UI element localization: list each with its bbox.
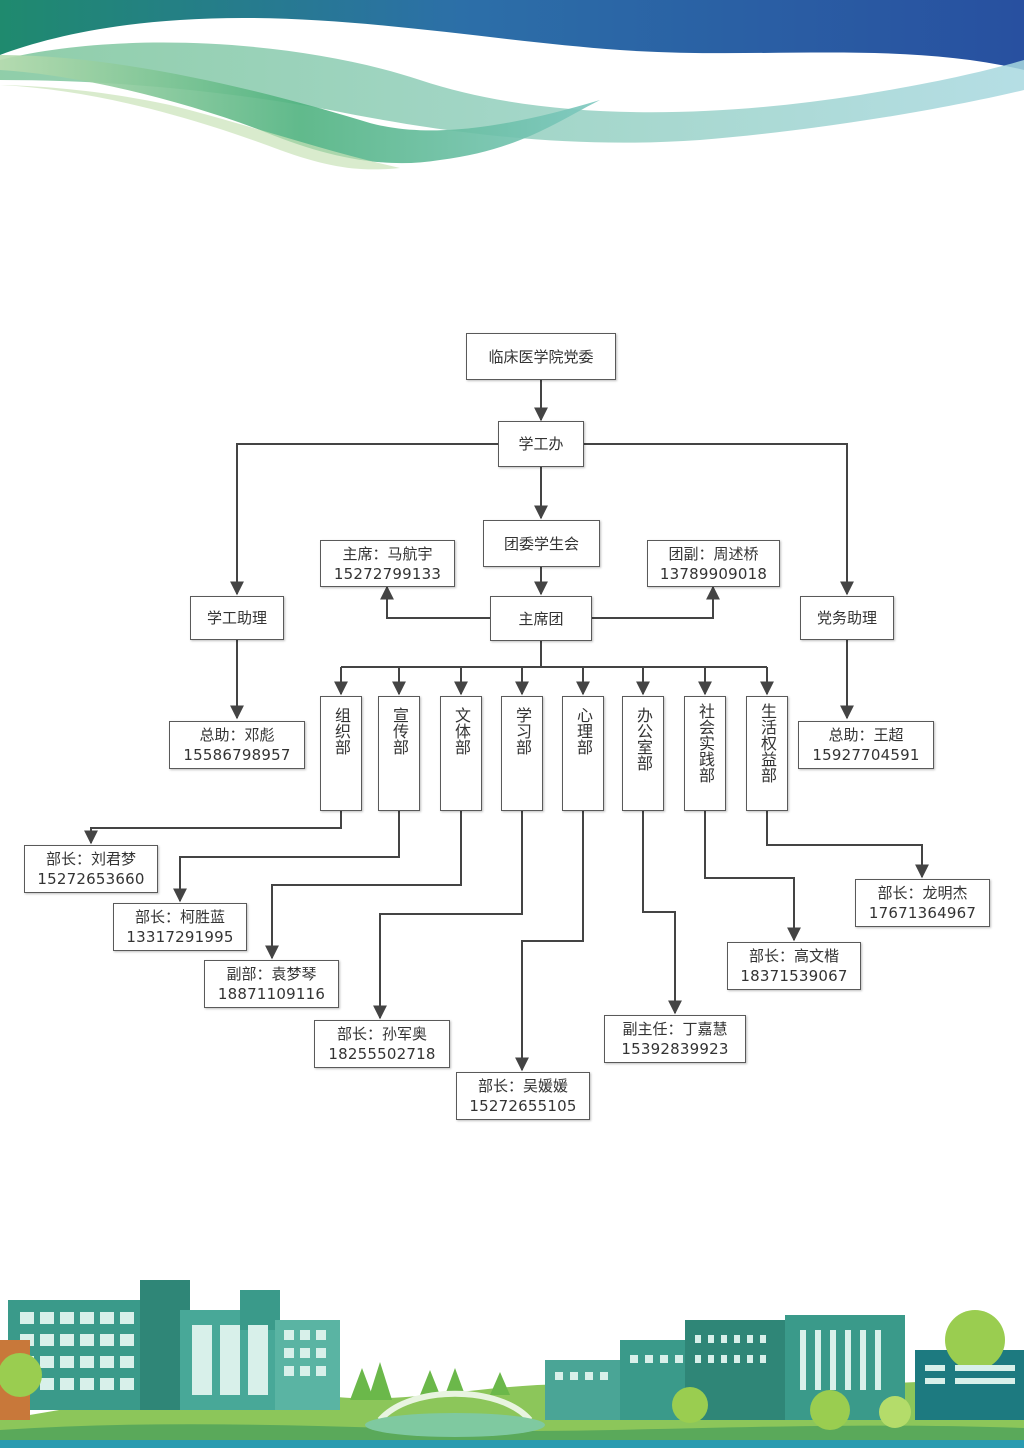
edge-dept3-head bbox=[265, 811, 462, 960]
node-assistant-left: 学工助理 bbox=[190, 596, 284, 640]
node-dept-label: 文体部 bbox=[452, 707, 471, 755]
edge-dept1-head bbox=[84, 811, 342, 845]
node-dept-head: 副主任：丁嘉慧 15392839923 bbox=[604, 1015, 746, 1063]
node-dept-publicity: 宣传部 bbox=[378, 696, 420, 811]
node-presidium: 主席团 bbox=[490, 596, 592, 641]
node-dept-label: 办公室部 bbox=[634, 707, 653, 771]
node-dept-head: 部长：吴媛媛 15272655105 bbox=[456, 1072, 590, 1120]
node-dept-psychology: 心理部 bbox=[562, 696, 604, 811]
node-dept-label: 生活权益部 bbox=[758, 703, 777, 783]
node-dept-arts-sports: 文体部 bbox=[440, 696, 482, 811]
node-vice-label: 团副：周述桥 bbox=[668, 544, 759, 563]
node-youth-league-union: 团委学生会 bbox=[483, 520, 600, 567]
edge-dept6-head bbox=[642, 811, 682, 1015]
edge-office-assist-right bbox=[584, 443, 854, 596]
node-dept-organization: 组织部 bbox=[320, 696, 362, 811]
node-dept-head: 副部：袁梦琴 18871109116 bbox=[204, 960, 339, 1008]
dept-head-label: 部长：柯胜蓝 bbox=[134, 908, 225, 926]
node-vice: 团副：周述桥 13789909018 bbox=[647, 540, 780, 587]
node-dept-label: 社会实践部 bbox=[696, 703, 715, 783]
node-dept-label: 宣传部 bbox=[390, 707, 409, 755]
node-dept-head: 部长：龙明杰 17671364967 bbox=[855, 879, 990, 927]
edge-dept8-head bbox=[766, 811, 929, 879]
node-dept-label: 组织部 bbox=[332, 707, 351, 755]
node-vice-phone: 13789909018 bbox=[659, 564, 768, 583]
node-dept-label: 心理部 bbox=[574, 707, 593, 755]
edge-dept7-head bbox=[704, 811, 801, 942]
edge-presidium-chair bbox=[380, 585, 490, 619]
edge-office-assist-left bbox=[230, 443, 498, 596]
node-dept-head: 部长：高文楷 18371539067 bbox=[727, 942, 861, 990]
edge-dept4-head bbox=[373, 811, 523, 1020]
node-party-committee: 临床医学院党委 bbox=[466, 333, 616, 380]
node-dept-office: 办公室部 bbox=[622, 696, 664, 811]
node-assistant-right-person-phone: 15927704591 bbox=[812, 746, 920, 764]
dept-head-phone: 15272655105 bbox=[469, 1097, 577, 1115]
dept-head-label: 部长：刘君梦 bbox=[45, 850, 136, 868]
dept-head-phone: 15392839923 bbox=[621, 1040, 729, 1058]
dept-head-label: 部长：高文楷 bbox=[748, 947, 839, 965]
edge-presidium-vice bbox=[592, 585, 720, 619]
node-chair-phone: 15272799133 bbox=[333, 564, 442, 583]
node-dept-head: 部长：刘君梦 15272653660 bbox=[24, 845, 158, 893]
node-assistant-right: 党务助理 bbox=[800, 596, 894, 640]
node-assistant-left-person-phone: 15586798957 bbox=[183, 746, 291, 764]
node-dept-social-practice: 社会实践部 bbox=[684, 696, 726, 811]
node-party-committee-label: 临床医学院党委 bbox=[488, 347, 594, 366]
node-student-affairs-office: 学工办 bbox=[498, 421, 584, 467]
node-presidium-label: 主席团 bbox=[518, 609, 564, 628]
edge-presidium-bus bbox=[341, 641, 767, 668]
node-dept-head: 部长：孙军奥 18255502718 bbox=[314, 1020, 450, 1068]
node-assistant-left-person-label: 总助：邓彪 bbox=[199, 726, 275, 744]
dept-head-label: 部长：孙军奥 bbox=[336, 1025, 427, 1043]
dept-head-phone: 13317291995 bbox=[126, 928, 234, 946]
node-dept-study: 学习部 bbox=[501, 696, 543, 811]
node-assistant-right-person-label: 总助：王超 bbox=[828, 726, 904, 744]
node-dept-label: 学习部 bbox=[513, 707, 532, 755]
node-student-affairs-office-label: 学工办 bbox=[518, 435, 564, 453]
edge-dept2-head bbox=[173, 811, 400, 903]
node-assistant-right-person: 总助：王超 15927704591 bbox=[798, 721, 934, 769]
node-chair: 主席：马航宇 15272799133 bbox=[320, 540, 455, 587]
dept-head-label: 部长：吴媛媛 bbox=[477, 1077, 568, 1095]
edge-dept5-head bbox=[515, 811, 584, 1072]
dept-head-phone: 17671364967 bbox=[868, 904, 977, 922]
dept-head-phone: 15272653660 bbox=[37, 870, 145, 888]
node-youth-league-union-label: 团委学生会 bbox=[503, 534, 579, 553]
node-dept-head: 部长：柯胜蓝 13317291995 bbox=[113, 903, 247, 951]
top-wave-banner bbox=[0, 0, 1024, 170]
node-dept-life-rights: 生活权益部 bbox=[746, 696, 788, 811]
node-chair-label: 主席：马航宇 bbox=[342, 544, 433, 563]
node-assistant-right-label: 党务助理 bbox=[816, 609, 877, 627]
dept-head-phone: 18255502718 bbox=[328, 1045, 436, 1063]
dept-head-label: 副主任：丁嘉慧 bbox=[622, 1020, 728, 1038]
node-assistant-left-person: 总助：邓彪 15586798957 bbox=[169, 721, 305, 769]
dept-head-label: 副部：袁梦琴 bbox=[226, 965, 317, 983]
dept-head-phone: 18371539067 bbox=[740, 967, 848, 985]
dept-head-phone: 18871109116 bbox=[217, 985, 326, 1003]
node-assistant-left-label: 学工助理 bbox=[206, 609, 267, 627]
dept-head-label: 部长：龙明杰 bbox=[877, 884, 968, 902]
